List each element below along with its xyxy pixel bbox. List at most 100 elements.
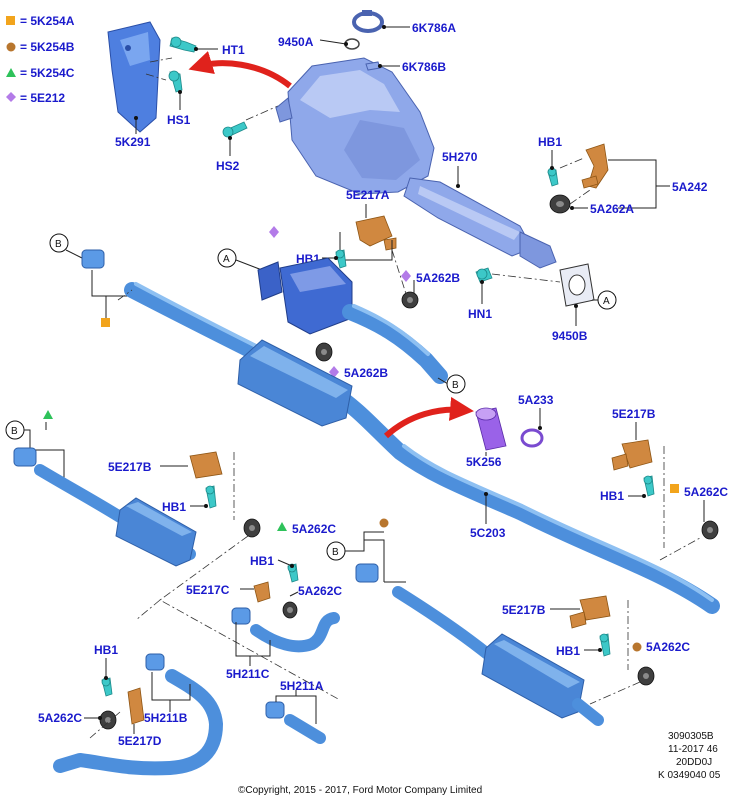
label-hb1-center: HB1 bbox=[250, 554, 274, 568]
label-5a262b-lower: 5A262B bbox=[344, 366, 388, 380]
label-hs1: HS1 bbox=[167, 113, 191, 127]
label-5a262c-bottomright: 5A262C bbox=[646, 640, 690, 654]
tailpipe-5h211b bbox=[53, 653, 223, 776]
legend-entry-5e212: = 5E212 bbox=[20, 91, 65, 105]
diamond-marker-5e212-upper bbox=[401, 270, 411, 282]
label-hb1-left: HB1 bbox=[162, 500, 186, 514]
rubber-mount-5a262c-center bbox=[282, 601, 298, 619]
label-5c203: 5C203 bbox=[470, 526, 506, 540]
legend-triangle-marker bbox=[6, 68, 16, 77]
bracket-5e217c bbox=[253, 581, 271, 603]
label-5a262a: 5A262A bbox=[590, 202, 634, 216]
bolt-hb1-bottomright bbox=[599, 633, 611, 657]
square-marker-5k254a-long bbox=[101, 318, 110, 327]
legend-entry-5k254b: = 5K254B bbox=[20, 40, 75, 54]
label-6k786a: 6K786A bbox=[412, 21, 456, 35]
label-hb1-bottomleft: HB1 bbox=[94, 643, 118, 657]
rubber-mount-5a262b-lower bbox=[315, 342, 333, 362]
diamond-marker-5e212-mid bbox=[269, 226, 279, 238]
circle-marker-5k254b-bottomright bbox=[379, 518, 389, 528]
label-5e217b-right: 5E217B bbox=[612, 407, 656, 421]
label-ht1: HT1 bbox=[222, 43, 245, 57]
tailpipe-5h211a bbox=[265, 701, 326, 744]
label-5a233: 5A233 bbox=[518, 393, 554, 407]
clamp-5a233 bbox=[520, 428, 544, 448]
reference-line-2: 11-2017 46 bbox=[668, 744, 718, 755]
resonator-mid bbox=[237, 339, 353, 427]
reference-line-1: 3090305B bbox=[668, 731, 714, 742]
label-hb1-bottomright: HB1 bbox=[556, 644, 580, 658]
nut-hn1 bbox=[475, 267, 493, 283]
tailpipe-5h211c bbox=[231, 607, 340, 653]
insulator-5k256 bbox=[475, 407, 507, 451]
clamp-front-long-pipe bbox=[81, 249, 105, 269]
triangle-marker-5k254c-left bbox=[43, 410, 53, 419]
label-9450b: 9450B bbox=[552, 329, 588, 343]
callout-a-left: A bbox=[217, 248, 237, 268]
bolt-hb1-mid bbox=[335, 249, 347, 269]
svg-text:B: B bbox=[332, 547, 339, 558]
legend-circle-marker bbox=[6, 42, 16, 52]
bracket-5e217d bbox=[127, 687, 145, 725]
gasket-9450b bbox=[559, 263, 595, 307]
clip-6k786b bbox=[365, 61, 381, 71]
bracket-5a242 bbox=[581, 143, 609, 189]
callout-b-left: B bbox=[5, 420, 25, 440]
bolt-hb1-left bbox=[205, 485, 217, 509]
label-5h270: 5H270 bbox=[442, 150, 478, 164]
circle-marker-5k254b-bottomright-2 bbox=[632, 642, 642, 652]
tailpipe-left-variant bbox=[34, 464, 197, 567]
label-5a242: 5A242 bbox=[672, 180, 708, 194]
callout-a-right: A bbox=[597, 290, 617, 310]
bracket-5e217a bbox=[355, 215, 397, 251]
label-5a262c-bottomleft: 5A262C bbox=[38, 711, 82, 725]
square-marker-5k254a-right bbox=[670, 484, 679, 493]
bracket-5e217b-right bbox=[611, 439, 653, 471]
legend-square-marker bbox=[6, 16, 15, 25]
callout-b-mid: B bbox=[446, 374, 466, 394]
label-5a262c-center: 5A262C bbox=[298, 584, 342, 598]
svg-text:B: B bbox=[11, 426, 18, 437]
rubber-mount-5a262c-bottomright bbox=[637, 666, 655, 686]
callout-b-bottomright: B bbox=[326, 541, 346, 561]
callout-b-topleft: B bbox=[49, 233, 69, 253]
legend-diamond-marker bbox=[6, 92, 16, 102]
svg-text:A: A bbox=[223, 254, 230, 265]
red-arrow-top bbox=[188, 51, 292, 89]
bolt-hb1-top bbox=[547, 167, 559, 187]
heat-shield-5k291 bbox=[107, 21, 161, 133]
rubber-mount-5a262c-left bbox=[243, 518, 261, 538]
svg-text:B: B bbox=[55, 239, 62, 250]
clamp-left-variant bbox=[13, 447, 37, 467]
label-hb1-right: HB1 bbox=[600, 489, 624, 503]
red-arrow-middle bbox=[383, 396, 474, 439]
label-6k786b: 6K786B bbox=[402, 60, 446, 74]
legend-entry-5k254c: = 5K254C bbox=[20, 66, 75, 80]
label-5a262c-left: 5A262C bbox=[292, 522, 336, 536]
label-5e217b-bottomright: 5E217B bbox=[502, 603, 546, 617]
label-5k291: 5K291 bbox=[115, 135, 151, 149]
label-5h211c: 5H211C bbox=[226, 667, 270, 681]
label-5e217d: 5E217D bbox=[118, 734, 162, 748]
label-hn1: HN1 bbox=[468, 307, 492, 321]
rubber-mount-5a262b-upper bbox=[401, 291, 419, 309]
rubber-mount-5a262a bbox=[549, 194, 571, 214]
catalytic-converter-5h270 bbox=[275, 57, 557, 269]
label-9450a: 9450A bbox=[278, 35, 314, 49]
label-5a262c-right: 5A262C bbox=[684, 485, 728, 499]
bolt-hb1-bottomleft bbox=[101, 677, 113, 697]
clamp-6k786a bbox=[352, 10, 384, 33]
muffler-bottomright bbox=[392, 586, 604, 726]
label-5e217c: 5E217C bbox=[186, 583, 230, 597]
label-5h211a: 5H211A bbox=[280, 679, 324, 693]
reference-line-4: K 0349040 05 bbox=[658, 770, 721, 781]
middle-catalyst-assembly bbox=[257, 257, 448, 384]
legend: = 5K254A = 5K254B = 5K254C = 5E212 bbox=[6, 14, 75, 105]
label-5a262b-upper: 5A262B bbox=[416, 271, 460, 285]
triangle-marker-5k254c-mid bbox=[277, 522, 287, 531]
reference-line-3: 20DD0J bbox=[676, 757, 712, 768]
label-hb1-top: HB1 bbox=[538, 135, 562, 149]
svg-text:B: B bbox=[452, 380, 459, 391]
legend-entry-5k254a: = 5K254A bbox=[20, 14, 75, 28]
